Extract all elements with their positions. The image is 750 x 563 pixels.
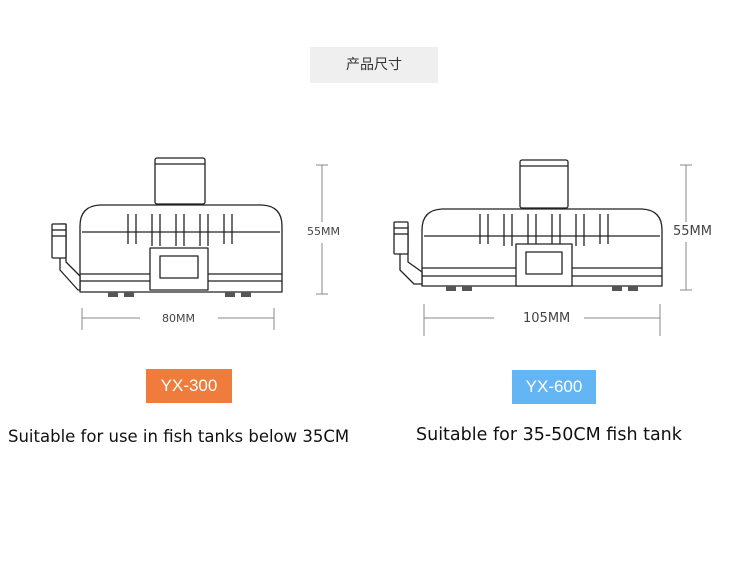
yx-600-height-label: 55MM <box>673 224 712 239</box>
yx-600-model-badge: YX-600 <box>512 370 596 404</box>
yx-300-height-label: 55MM <box>307 225 340 238</box>
yx-300-width-label: 80MM <box>162 312 195 325</box>
yx-600-filter-drawing <box>393 159 663 291</box>
yx-600-description: Suitable for 35-50CM fish tank <box>416 425 682 445</box>
yx-600-width-label: 105MM <box>523 311 571 326</box>
yx-300-filter-drawing <box>51 157 283 297</box>
yx-600-dimension-lines <box>423 164 692 336</box>
section-title: 产品尺寸 <box>310 47 438 83</box>
yx-300-dimension-lines <box>81 164 328 330</box>
yx-300-model-badge: YX-300 <box>146 369 232 403</box>
yx-300-description: Suitable for use in fish tanks below 35C… <box>8 427 350 446</box>
